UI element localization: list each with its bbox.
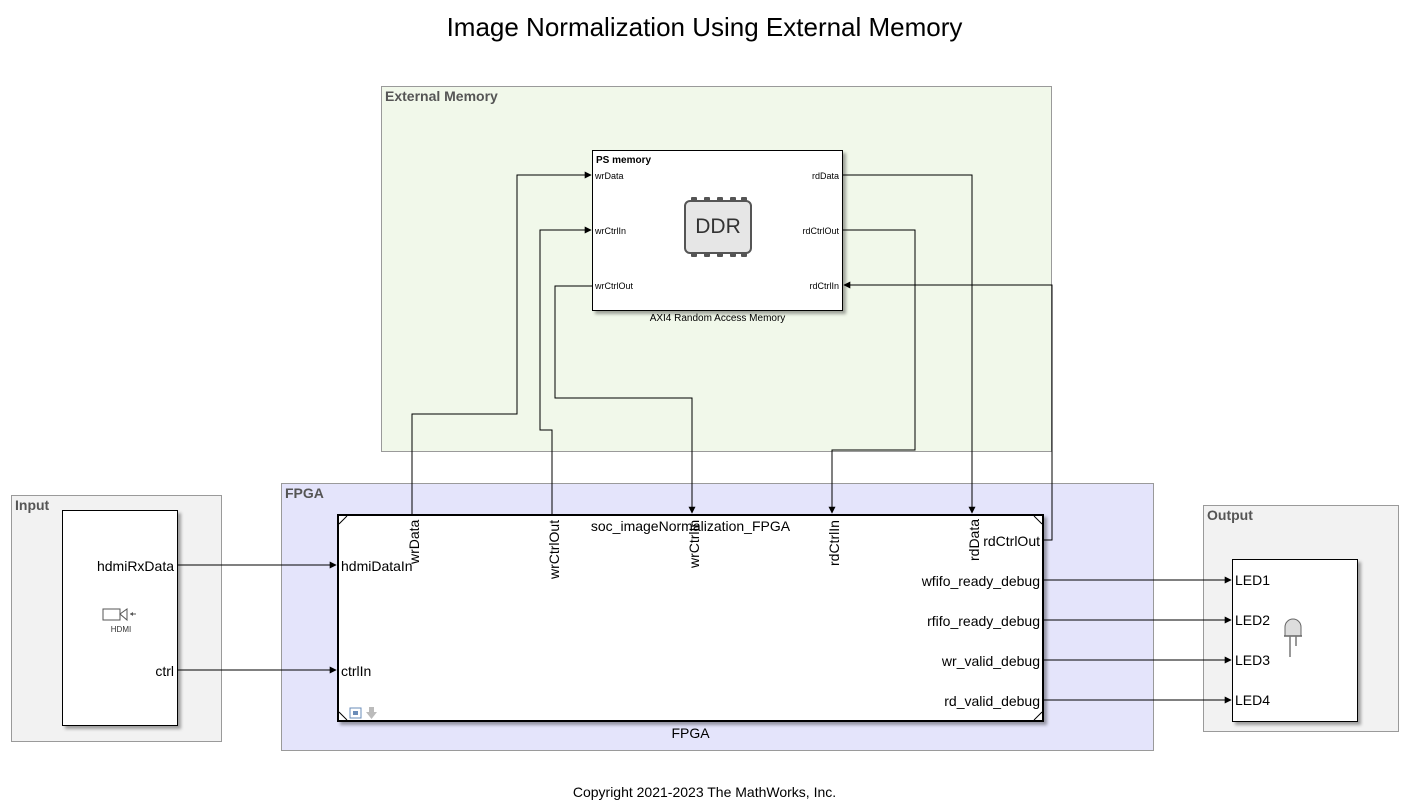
led-port-led4: LED4 [1235, 692, 1271, 708]
input-area-label: Input [15, 497, 50, 513]
ps-port-wrdata: wrData [595, 171, 624, 181]
fpga-port-rfifo-ready-debug: rfifo_ready_debug [927, 613, 1040, 629]
wire-wrctrlin [554, 285, 696, 514]
camera-icon [101, 607, 141, 623]
ps-port-rdctrlout: rdCtrlOut [802, 226, 839, 236]
hdmi-icon-label: HDMI [110, 625, 132, 634]
ps-port-rdctrlin: rdCtrlIn [809, 281, 839, 291]
copyright-text: Copyright 2021-2023 The MathWorks, Inc. [572, 784, 837, 800]
fpga-port-rd-valid-debug: rd_valid_debug [944, 693, 1040, 709]
fpga-port-rdctrlout: rdCtrlOut [983, 533, 1040, 549]
wire-rdctrlout [843, 281, 1053, 541]
wire-rddata [843, 174, 976, 514]
subsystem-reference-icon [349, 706, 379, 720]
ps-port-wrctrlin: wrCtrlIn [595, 226, 626, 236]
led-port-led3: LED3 [1235, 652, 1271, 668]
ps-memory-caption: AXI4 Random Access Memory [649, 313, 786, 324]
led-output-block[interactable]: LED1 LED2 LED3 LED4 [1232, 559, 1358, 722]
block-corner-marks [339, 516, 1042, 720]
hdmi-port-ctrl: ctrl [155, 663, 174, 679]
led-port-led2: LED2 [1235, 612, 1271, 628]
ddr-chip-icon: DDR [683, 195, 753, 259]
wire-wrdata [411, 171, 592, 514]
led-icon [1283, 618, 1303, 658]
wire-rdctrlin [828, 229, 916, 514]
ps-memory-block[interactable]: PS memory wrData wrCtrlIn wrCtrlOut rdDa… [592, 150, 843, 311]
external-memory-label: External Memory [385, 88, 498, 104]
fpga-block-name: soc_imageNormalization_FPGA [590, 518, 791, 534]
fpga-port-hdmidatain: hdmiDataIn [341, 558, 413, 574]
output-area-label: Output [1207, 507, 1253, 523]
wire-wrctrlout [539, 226, 592, 514]
fpga-port-ctrlin: ctrlIn [341, 663, 372, 679]
hdmi-port-hdmirxdata: hdmiRxData [96, 558, 174, 574]
fpga-port-wr-valid-debug: wr_valid_debug [941, 653, 1040, 669]
ddr-label: DDR [695, 215, 741, 238]
ps-port-wrctrlout: wrCtrlOut [595, 281, 633, 291]
diagram-title: Image Normalization Using External Memor… [446, 12, 963, 42]
fpga-port-wfifo-ready-debug: wfifo_ready_debug [921, 573, 1040, 589]
led-port-led1: LED1 [1235, 572, 1271, 588]
fpga-subsystem-block[interactable]: soc_imageNormalization_FPGA hdmiDataIn c… [337, 514, 1044, 722]
fpga-area-label: FPGA [285, 485, 324, 501]
ps-memory-title: PS memory [596, 155, 652, 166]
hdmi-input-block[interactable]: hdmiRxData ctrl HDMI [62, 510, 178, 726]
fpga-block-caption: FPGA [671, 725, 710, 741]
ps-port-rddata: rdData [811, 171, 839, 181]
